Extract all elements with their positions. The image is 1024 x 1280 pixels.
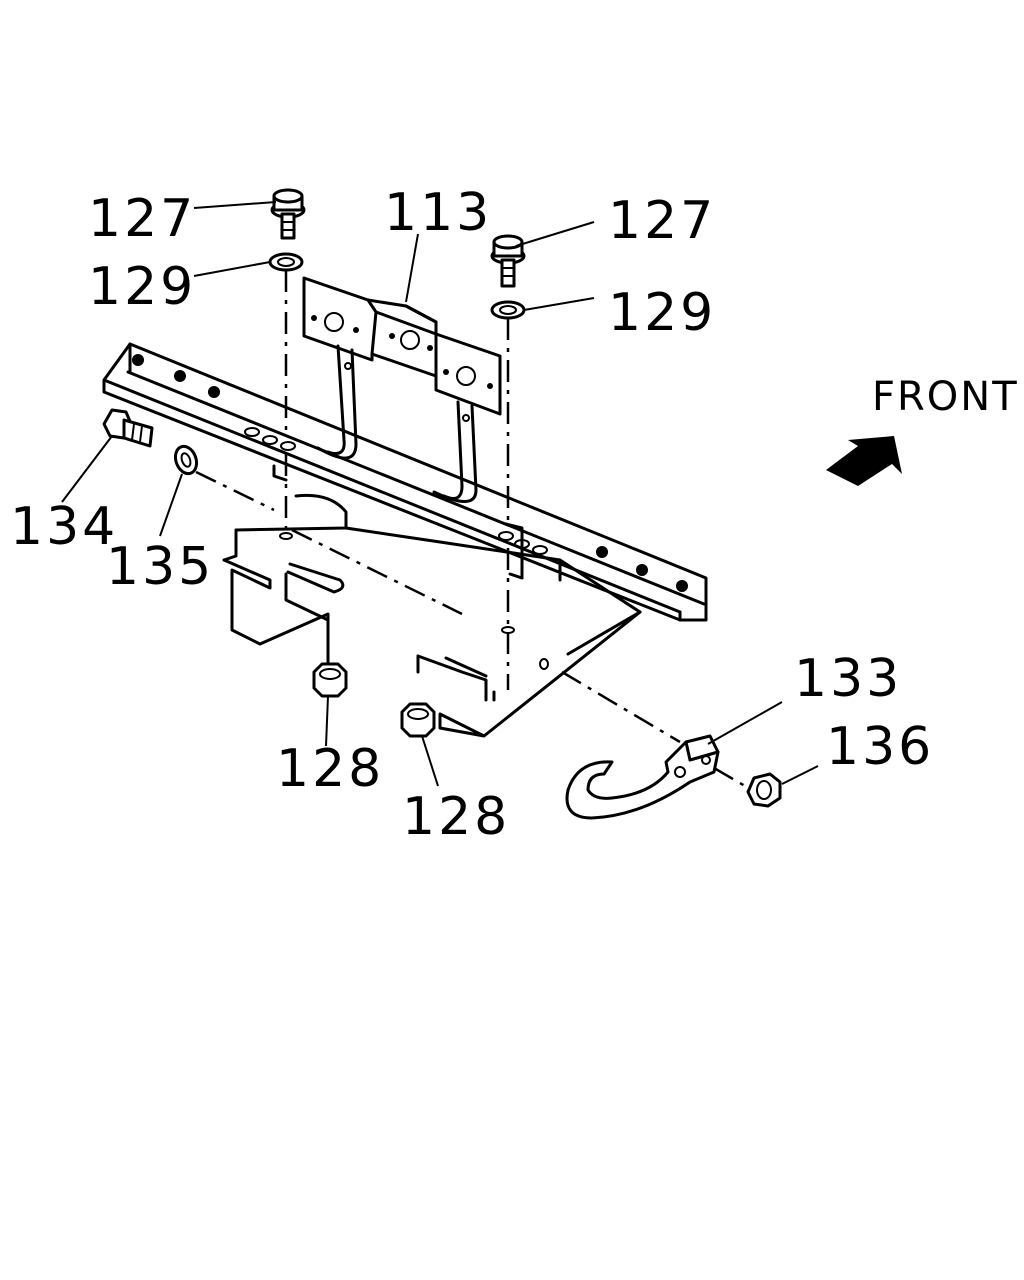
washer-side [173,444,199,476]
crossmember-angle-bar [102,342,708,622]
bolt-side [102,408,154,448]
front-label: FRONT [872,374,1019,420]
assembly-lines [195,270,753,792]
bolt-right [490,234,526,288]
callout-135: 135 [106,537,214,597]
callout-136: 136 [826,717,934,777]
bolt-left [270,188,306,240]
washer-left [268,252,304,272]
callout-113: 113 [384,183,492,243]
front-arrow-icon [826,436,902,486]
callout-127-right: 127 [608,191,716,251]
callout-129-right: 129 [608,283,716,343]
callout-127-left: 127 [88,189,196,249]
leader-lines [61,201,819,787]
callout-133: 133 [794,649,902,709]
callout-128-right: 128 [402,787,510,847]
nut-hook [746,772,782,808]
nut-right [400,702,436,738]
mounting-bracket [302,276,502,503]
callout-128-left: 128 [276,739,384,799]
callout-129-left: 129 [88,257,196,317]
frame-channel [222,464,642,738]
washer-right [490,300,526,320]
tow-hook [565,734,720,820]
nut-left [312,662,348,698]
callout-134: 134 [10,497,118,557]
